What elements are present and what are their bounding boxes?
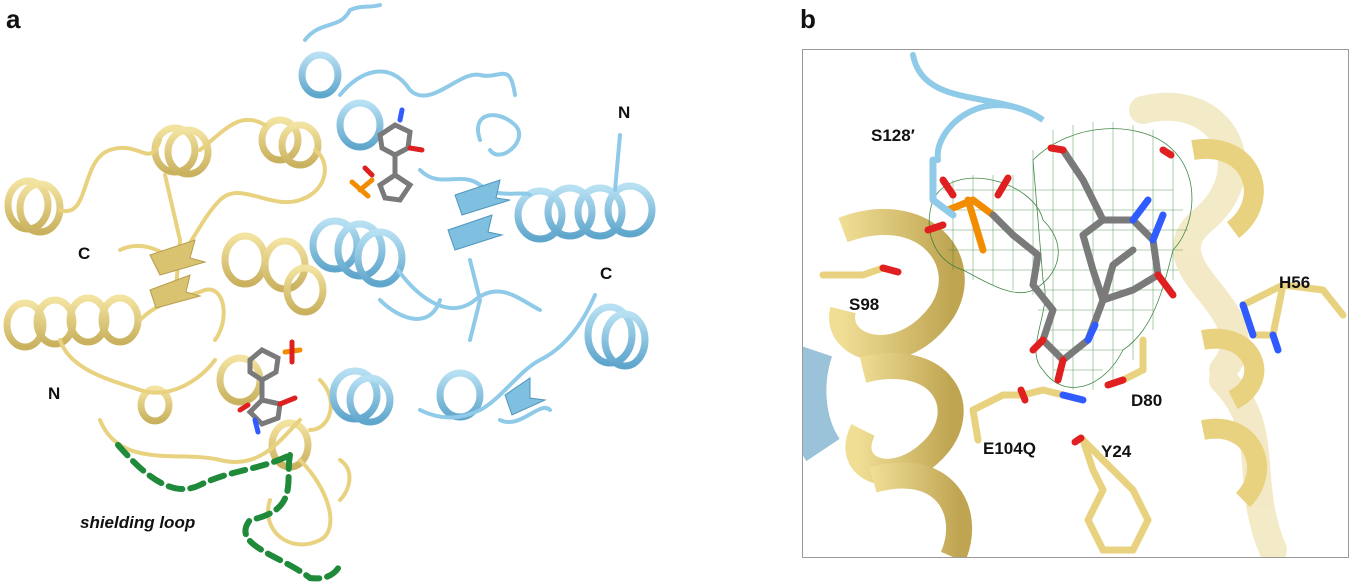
- yellow-chain: [3, 116, 327, 471]
- residue-label-e104q: E104Q: [983, 439, 1036, 458]
- panel-b-label: b: [800, 4, 816, 34]
- yellow-chain-c-terminus-label: C: [78, 244, 91, 263]
- panel-b-closeup: S128′ S98 H56 D80 E104Q Y24: [802, 49, 1349, 558]
- blue-chain-n-terminus-label: N: [618, 103, 631, 122]
- blue-chain-c-terminus-label: C: [600, 264, 613, 283]
- shielding-loop-outline: [115, 442, 343, 582]
- residue-label-h56: H56: [1279, 273, 1311, 292]
- shielding-loop-label: shielding loop: [80, 513, 196, 532]
- panel-a-structure: [3, 3, 656, 582]
- yellow-chain-n-terminus-label: N: [48, 384, 61, 403]
- panel-b-structure: [803, 52, 1347, 557]
- residue-label-y24: Y24: [1101, 442, 1132, 461]
- residue-label-d80: D80: [1131, 391, 1163, 410]
- residue-label-s98: S98: [849, 295, 880, 314]
- residue-label-s128-prime: S128′: [871, 126, 915, 145]
- panel-a-label: a: [6, 4, 21, 34]
